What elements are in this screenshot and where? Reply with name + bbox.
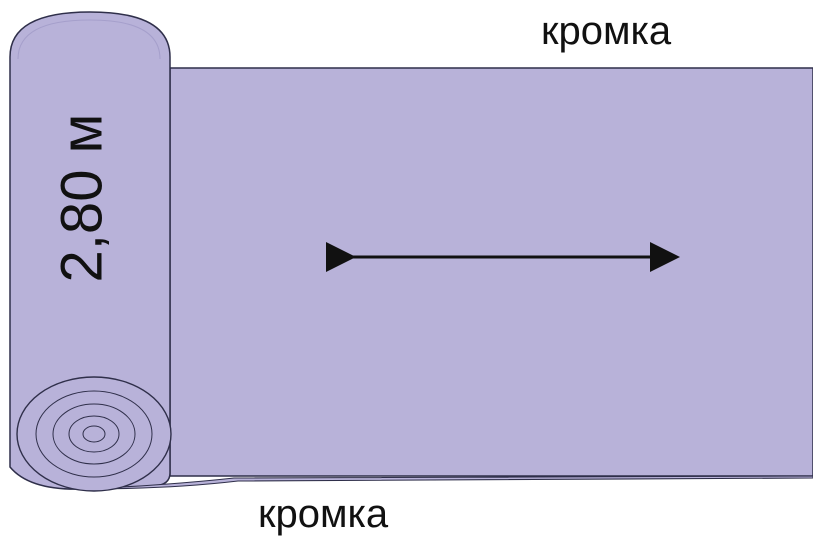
fabric-flap [83,475,813,490]
spiral-ring-3 [68,415,120,453]
bottom-edge-label: кромка [258,492,389,536]
roll-top-edge [17,19,161,60]
top-edge-label: кромка [541,9,672,53]
roll-body [9,11,171,490]
spiral-ring-1 [35,390,153,478]
roll-width-label: 2,80 м [49,114,114,283]
spiral-ring-2 [52,403,136,465]
spiral-ring-4 [82,425,106,443]
roll-end-circle [16,376,172,492]
unrolled-fabric-sheet [169,67,813,477]
